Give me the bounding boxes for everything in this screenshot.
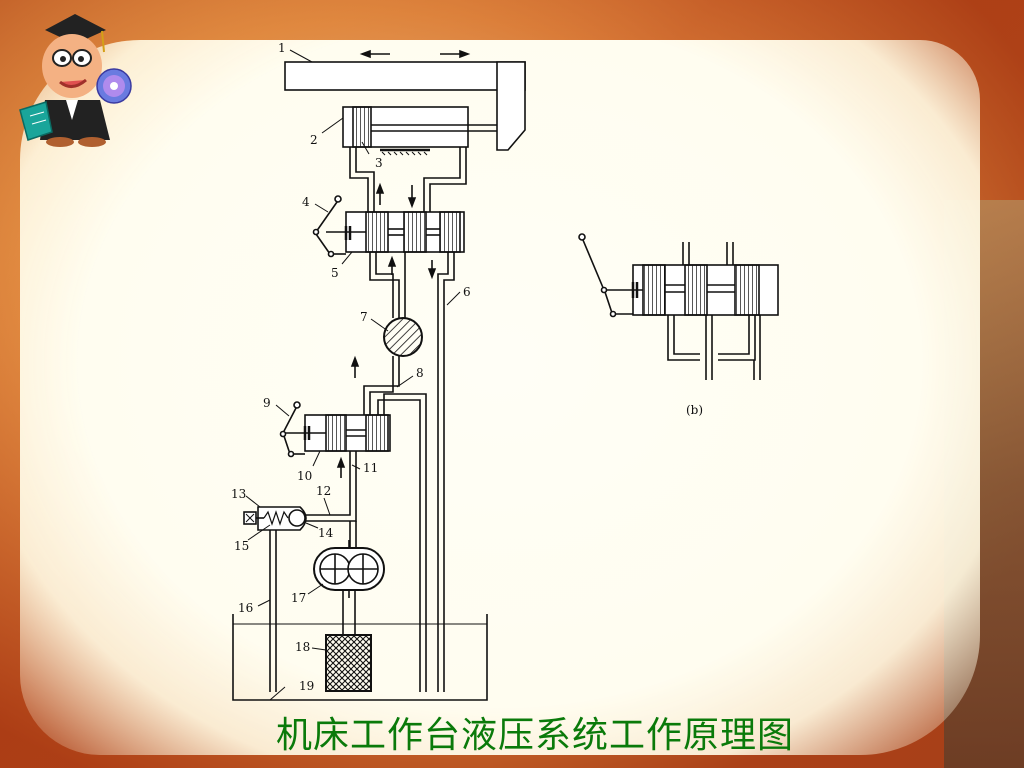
label-6: 6 — [463, 285, 471, 299]
cd-disc-icon — [96, 68, 132, 104]
label-10: 10 — [297, 469, 312, 483]
page-title: 机床工作台液压系统工作原理图 — [275, 715, 794, 756]
label-13: 13 — [231, 487, 246, 501]
hydraulic-cylinder — [342, 106, 497, 156]
lever-4 — [312, 195, 346, 258]
lever-9 — [279, 401, 305, 458]
label-7: 7 — [360, 310, 368, 324]
filter — [325, 634, 372, 692]
leader-lines — [245, 49, 461, 701]
part-labels: 1 2 3 4 5 6 7 8 9 10 11 12 13 14 15 16 1… — [231, 41, 703, 693]
label-5: 5 — [331, 266, 339, 280]
spool-valve-10 — [285, 414, 391, 452]
book-icon — [19, 101, 53, 141]
oil-tank — [232, 614, 488, 701]
label-15: 15 — [234, 539, 249, 553]
diagram-b — [578, 233, 779, 380]
label-12: 12 — [316, 484, 331, 498]
content-panel — [20, 40, 980, 755]
label-3: 3 — [375, 156, 383, 170]
label-11: 11 — [363, 461, 378, 475]
label-1: 1 — [278, 41, 286, 55]
label-17: 17 — [291, 591, 306, 605]
label-2: 2 — [310, 133, 318, 147]
label-19: 19 — [299, 679, 314, 693]
pipes-cylinder-valve — [349, 147, 467, 212]
label-8: 8 — [416, 366, 424, 380]
return-pipe-8 — [377, 393, 427, 692]
worktable — [284, 49, 526, 151]
reversing-valve — [326, 211, 465, 253]
label-18: 18 — [295, 640, 310, 654]
throttle-valve — [350, 317, 423, 415]
label-16: 16 — [238, 601, 253, 615]
label-14: 14 — [318, 526, 334, 540]
professor-mascot-icon — [40, 14, 110, 147]
label-4: 4 — [302, 195, 310, 209]
gear-pump — [313, 540, 385, 635]
relief-valve — [243, 506, 307, 692]
label-b: (b) — [686, 403, 703, 417]
label-9: 9 — [263, 396, 271, 410]
pipes-valve-return — [369, 252, 455, 692]
